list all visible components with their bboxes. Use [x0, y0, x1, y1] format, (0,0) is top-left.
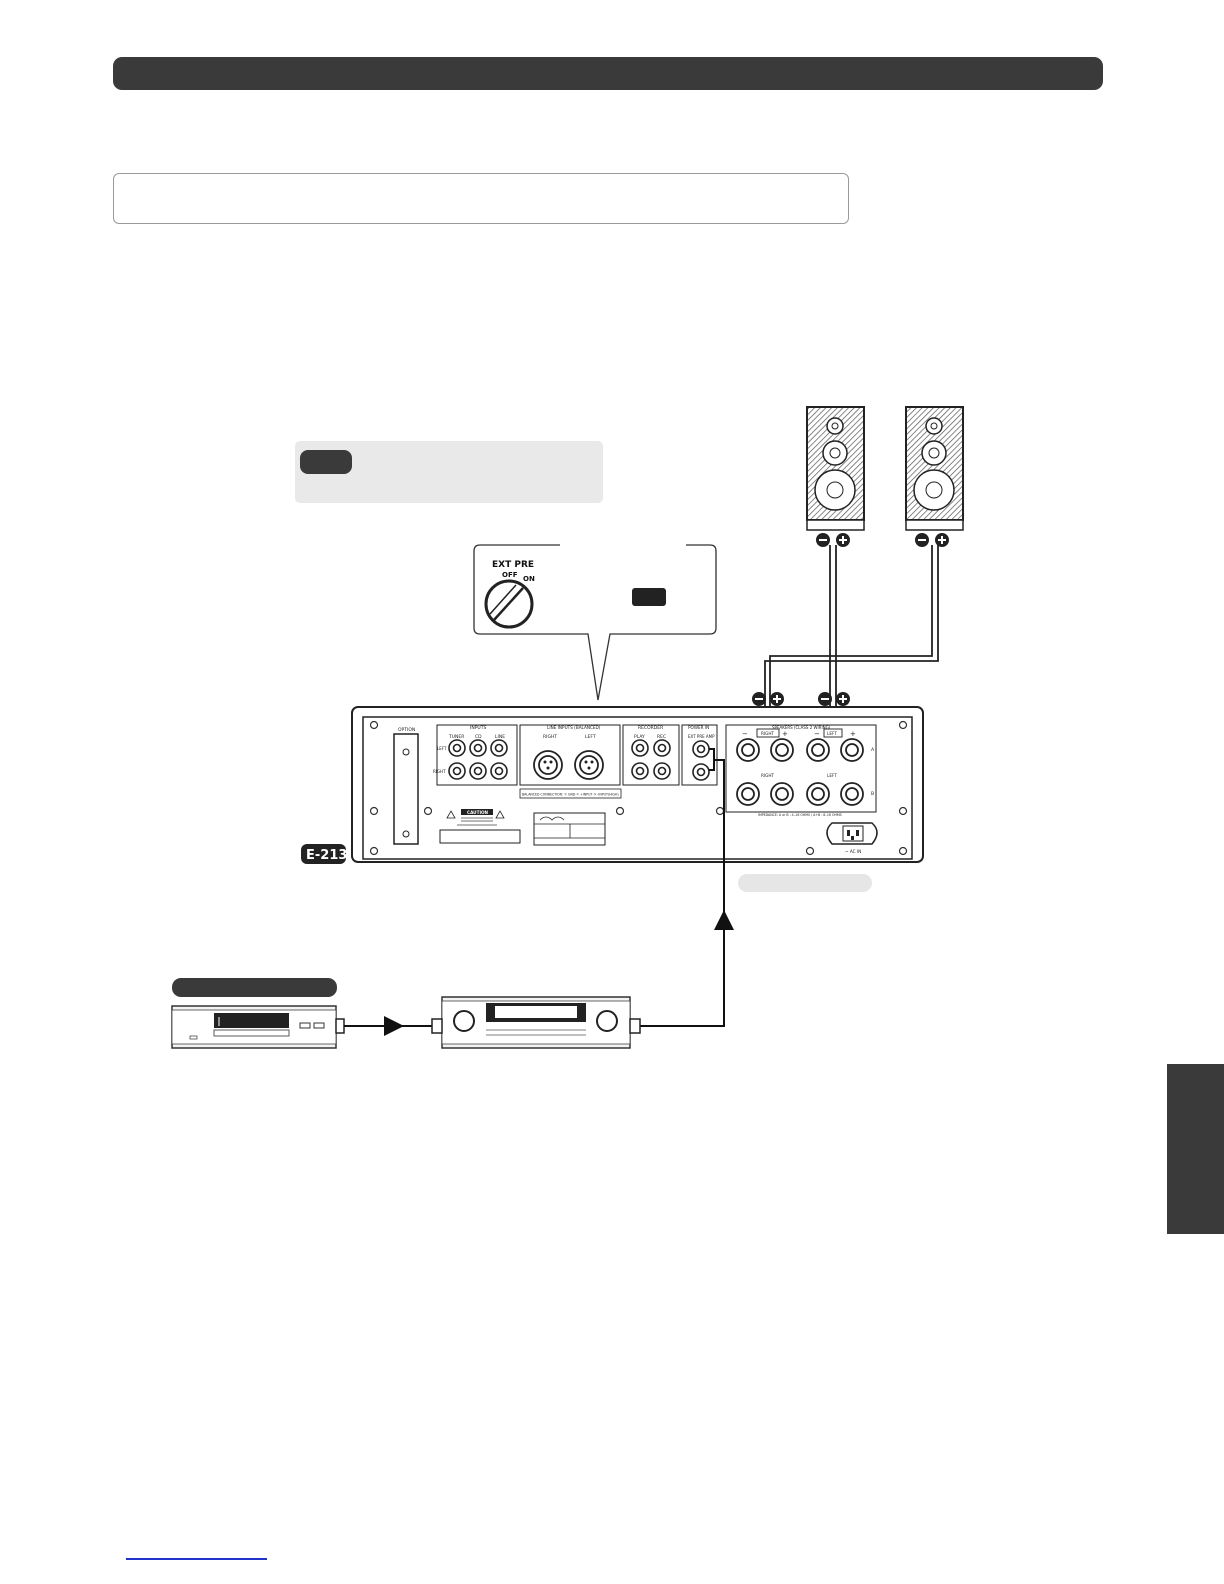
cd-player [171, 978, 345, 1049]
speakers-plus-mark-left: + [850, 730, 856, 738]
inputs-rca-jacks [448, 739, 508, 780]
recorder-header: RECORDER [638, 725, 663, 731]
preamp-right-knob [596, 1010, 618, 1032]
line-inputs-balanced-header: LINE INPUTS (BALANCED) [547, 725, 601, 730]
amp-polarity-markers [752, 692, 850, 706]
speaker-right [806, 406, 865, 547]
speakers-b-right-label: RIGHT [761, 773, 775, 778]
balanced-connection-note: BALANCED CONNECTION: ① GND ② +INPUT ③ -I… [522, 793, 619, 797]
play-label: PLAY [634, 734, 645, 740]
note-chip [300, 450, 352, 474]
recorder-rca-jacks [631, 739, 671, 780]
speakers-header: SPEAKERS (CLASS 2 WIRING) [772, 725, 831, 730]
ext-pre-on-label: ON [523, 575, 535, 583]
model-badge: E-213 [301, 844, 347, 864]
cd-label: CD [475, 734, 482, 740]
speaker-left [905, 406, 964, 547]
rec-label: REC [657, 734, 666, 740]
speaker-binding-posts[interactable] [736, 738, 864, 806]
amplifier-rear-panel: OPTION INPUTS TUNER CD LINE LEFT RIGHT L… [351, 706, 924, 863]
speakers-minus-mark-left: − [814, 730, 820, 738]
speakers-minus-mark: − [742, 730, 748, 738]
speakers-a-right-label: RIGHT [761, 731, 775, 736]
caution-label: CAUTION [467, 810, 489, 815]
model-badge-text: E-213 [306, 848, 347, 863]
inputs-header: INPUTS [470, 725, 486, 731]
line-label: LINE [495, 734, 505, 740]
ext-pre-amp-label: EXT PRE AMP [688, 734, 715, 739]
tuner-label: TUNER [448, 734, 464, 740]
footer-link-underline[interactable] [126, 1558, 267, 1560]
terminal-b-label: B [871, 791, 874, 797]
inputs-right-label: RIGHT [433, 769, 446, 774]
side-index-tab [1167, 1064, 1224, 1234]
speakers-b-left-label: LEFT [827, 773, 837, 778]
amp-caption-pill [738, 874, 872, 892]
preamp-to-amp-cable [640, 748, 734, 1027]
speakers-plus-mark: + [782, 730, 788, 738]
xlr-left-label: LEFT [585, 734, 596, 740]
ac-inlet[interactable] [826, 822, 878, 845]
header-bar [113, 57, 1103, 90]
ext-pre-label: EXT PRE [492, 560, 534, 570]
section-title-box [113, 173, 849, 224]
source-caption-pill [172, 978, 337, 997]
option-slot-label: OPTION [398, 727, 415, 733]
impedance-note: IMPEDANCE: A or B : 4–16 OHMS / A+B : 8–… [758, 813, 842, 817]
ext-pre-rotary-switch[interactable] [484, 579, 534, 629]
preamplifier [431, 996, 641, 1049]
power-in-header: POWER IN [688, 725, 709, 730]
speakers-a-left-label: LEFT [827, 731, 837, 736]
ext-pre-off-label: OFF [502, 571, 518, 579]
terminal-a-label: A [871, 747, 875, 753]
xlr-jacks [533, 750, 604, 780]
preamp-left-knob [453, 1010, 475, 1032]
callout-note-chip [632, 588, 666, 606]
ac-in-label: ~ AC IN [845, 849, 861, 854]
xlr-right-label: RIGHT [543, 734, 557, 740]
ext-pre-callout: EXT PRE OFF ON [473, 540, 717, 701]
inputs-left-label: LEFT [437, 746, 447, 751]
